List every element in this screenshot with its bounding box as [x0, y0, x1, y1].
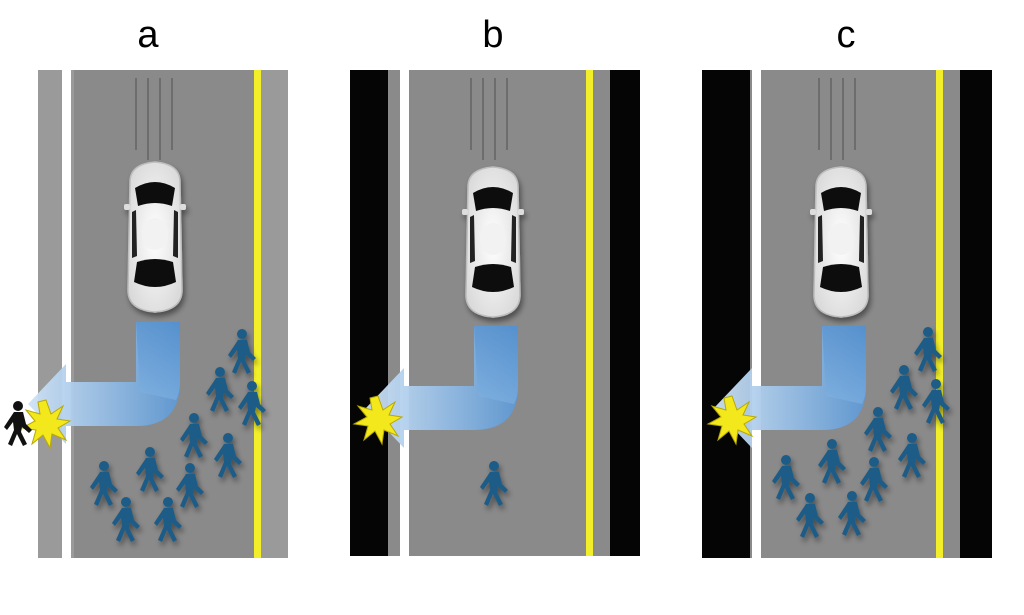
barrier-left: [702, 70, 750, 558]
barrier-right: [610, 70, 640, 556]
panel-c: [702, 70, 992, 558]
lane-line-yellow: [254, 70, 261, 558]
lane-line-white: [62, 70, 71, 558]
panel-label-c: c: [836, 14, 856, 56]
barrier-left: [350, 70, 388, 556]
pedestrian-icon: [4, 401, 32, 446]
lane-line-white: [400, 70, 409, 556]
lane-line-white: [752, 70, 761, 558]
panel-label-b: b: [482, 14, 504, 56]
panel-label-a: a: [137, 14, 159, 56]
lane-line-yellow: [586, 70, 593, 556]
barrier-right: [960, 70, 992, 558]
car-icon: [809, 166, 873, 318]
car-icon: [123, 161, 187, 313]
lane-line-yellow: [936, 70, 943, 558]
panel-b: [350, 70, 640, 556]
car-icon: [461, 166, 525, 318]
panel-a: [4, 70, 288, 558]
